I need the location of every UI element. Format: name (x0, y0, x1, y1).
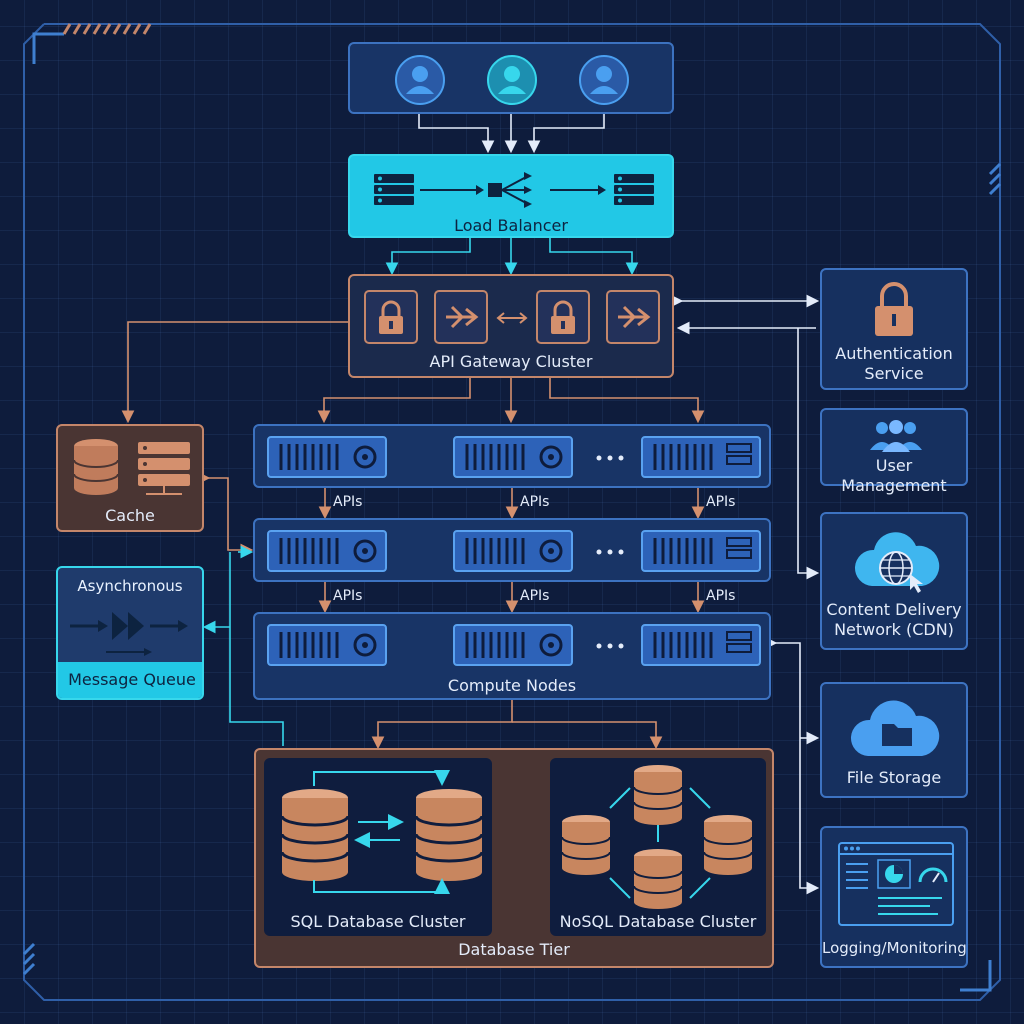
compute-nodes-label: Compute Nodes (447, 676, 577, 695)
nosql-database-cluster: NoSQL Database Cluster (550, 758, 766, 936)
gateway-route-icon (434, 290, 488, 344)
compute-server-icon (453, 624, 573, 666)
load-balancer: Load Balancer (348, 154, 674, 238)
users-panel (348, 42, 674, 114)
bidirectional-arrow-icon (496, 312, 528, 324)
lock-icon (536, 290, 590, 344)
compute-server-icon (453, 436, 573, 478)
user-icon (395, 55, 445, 105)
arrow-right-icon (550, 185, 606, 195)
cloud-folder-icon (850, 700, 940, 756)
cdn-line1: Content Delivery (826, 600, 962, 619)
content-delivery-network: Content Delivery Network (CDN) (820, 512, 968, 650)
user-management: User Management (820, 408, 968, 495)
queue-flow-icon (70, 612, 188, 656)
server-icon (374, 174, 414, 205)
database-icon (561, 815, 611, 875)
decorative-frame (22, 23, 1002, 1001)
nosql-database-label: NoSQL Database Cluster (559, 912, 757, 931)
database-icon (633, 765, 683, 825)
server-rack-icon (138, 442, 190, 495)
apis-label: APIs (706, 494, 736, 510)
api-gateway-cluster: API Gateway Cluster (348, 274, 674, 378)
gateway-route-icon (606, 290, 660, 344)
cdn-line2: Network (CDN) (834, 620, 954, 639)
compute-server-icon (641, 624, 761, 666)
compute-server-icon (453, 530, 573, 572)
compute-row-1 (253, 424, 771, 488)
load-balancer-label: Load Balancer (454, 216, 568, 235)
compute-server-icon (267, 530, 387, 572)
compute-server-icon (641, 530, 761, 572)
apis-label: APIs (520, 588, 550, 604)
apis-label: APIs (333, 494, 363, 510)
nosql-mesh (609, 787, 711, 899)
database-icon (73, 439, 119, 495)
authentication-service: Authentication Service (820, 268, 968, 390)
server-icon (614, 174, 654, 205)
message-queue-footer: Message Queue (58, 662, 202, 698)
ellipsis-icon (596, 549, 624, 555)
cloud-globe-icon (854, 532, 940, 593)
sql-database-cluster: SQL Database Cluster (264, 758, 492, 936)
load-balancer-split-icon (420, 172, 532, 208)
database-icon (280, 789, 350, 881)
compute-server-icon (641, 436, 761, 478)
compute-row-2 (253, 518, 771, 582)
user-icon (487, 55, 537, 105)
monitoring-dashboard-icon (838, 842, 954, 926)
database-icon (703, 815, 753, 875)
apis-label: APIs (520, 494, 550, 510)
user-management-label: User Management (841, 456, 947, 495)
database-tier-label: Database Tier (458, 940, 570, 959)
users-group-icon (870, 420, 922, 452)
file-storage: File Storage (820, 682, 968, 798)
lock-icon (875, 282, 913, 336)
compute-server-icon (267, 624, 387, 666)
message-queue: Asynchronous Message Queue (56, 566, 204, 700)
database-icon (414, 789, 484, 881)
file-storage-label: File Storage (846, 768, 942, 787)
auth-service-line2: Service (864, 364, 924, 383)
user-icon (579, 55, 629, 105)
logging-monitoring: Logging/Monitoring (820, 826, 968, 968)
cache-label: Cache (105, 506, 155, 525)
replication-arrows (313, 770, 450, 894)
logging-monitoring-label: Logging/Monitoring (822, 939, 967, 957)
database-icon (633, 849, 683, 909)
message-queue-label: Message Queue (68, 670, 196, 689)
message-queue-top-label: Asynchronous (77, 577, 183, 595)
apis-label: APIs (706, 588, 736, 604)
sql-database-label: SQL Database Cluster (290, 912, 466, 931)
lock-icon (364, 290, 418, 344)
cache: Cache (56, 424, 204, 532)
ellipsis-icon (596, 643, 624, 649)
compute-server-icon (267, 436, 387, 478)
compute-nodes: Compute Nodes (253, 612, 771, 700)
ellipsis-icon (596, 455, 624, 461)
api-gateway-label: API Gateway Cluster (429, 352, 593, 371)
database-tier: SQL Database Cluster (254, 748, 774, 968)
apis-label: APIs (333, 588, 363, 604)
auth-service-line1: Authentication (835, 344, 953, 363)
